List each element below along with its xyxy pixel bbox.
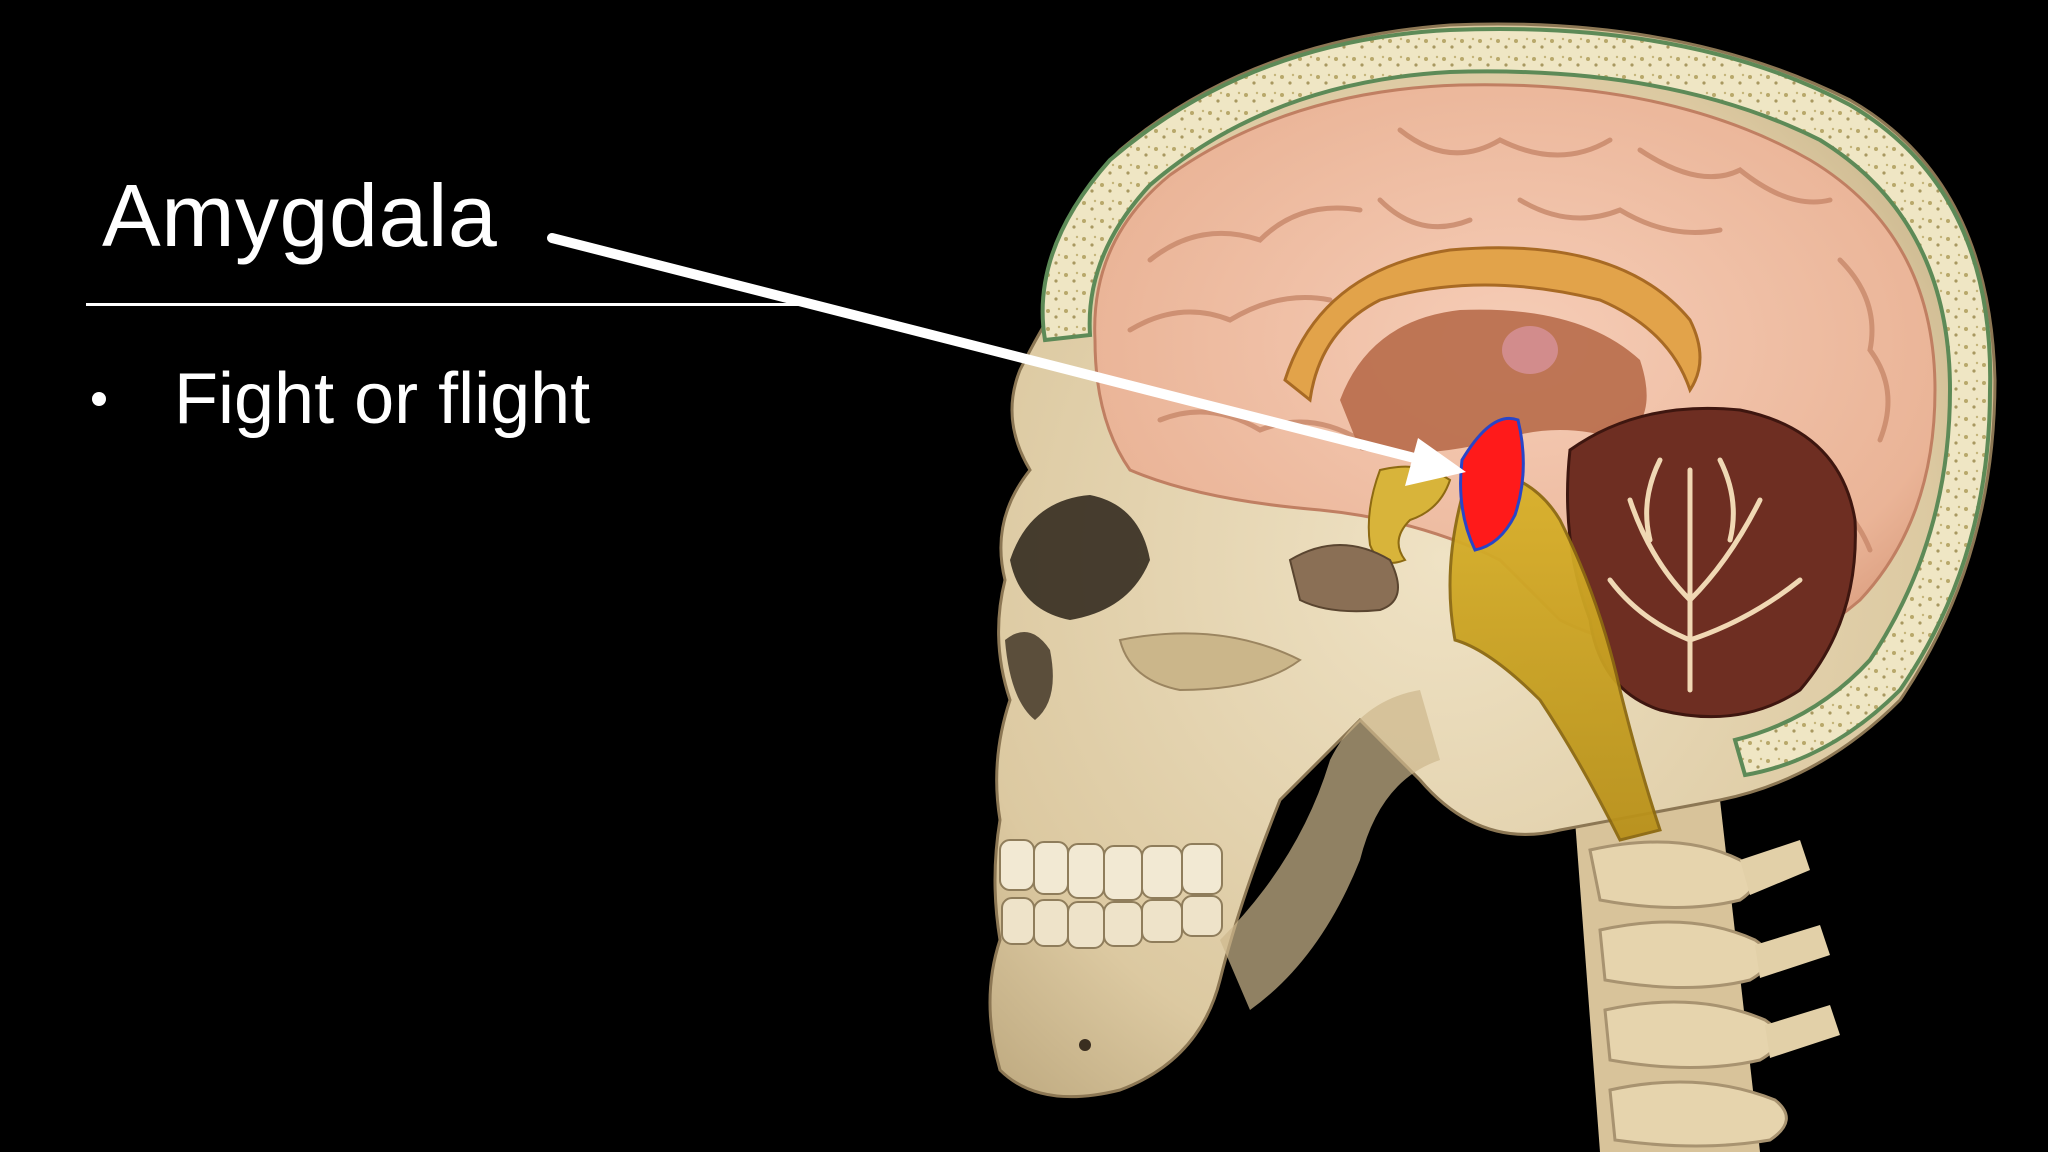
bullet-list: Fight or flight	[92, 356, 590, 442]
bullet-item: Fight or flight	[92, 356, 590, 442]
pointer-arrow	[547, 233, 1466, 486]
corpus-callosum	[1283, 246, 1702, 403]
brainstem	[1448, 468, 1662, 842]
sphenoid-sinus	[1288, 544, 1399, 613]
upper-teeth	[999, 839, 1223, 901]
bullet-dot-icon	[92, 392, 106, 407]
lower-teeth	[1001, 895, 1223, 949]
brain	[1093, 83, 1937, 842]
amygdala-highlight	[1459, 417, 1525, 552]
bullet-text: Fight or flight	[174, 359, 591, 439]
cervical-spine	[1575, 800, 1840, 1152]
slide-title: Amygdala	[102, 166, 498, 265]
skull-cut-rim	[1040, 26, 1993, 778]
title-underline	[86, 303, 806, 306]
